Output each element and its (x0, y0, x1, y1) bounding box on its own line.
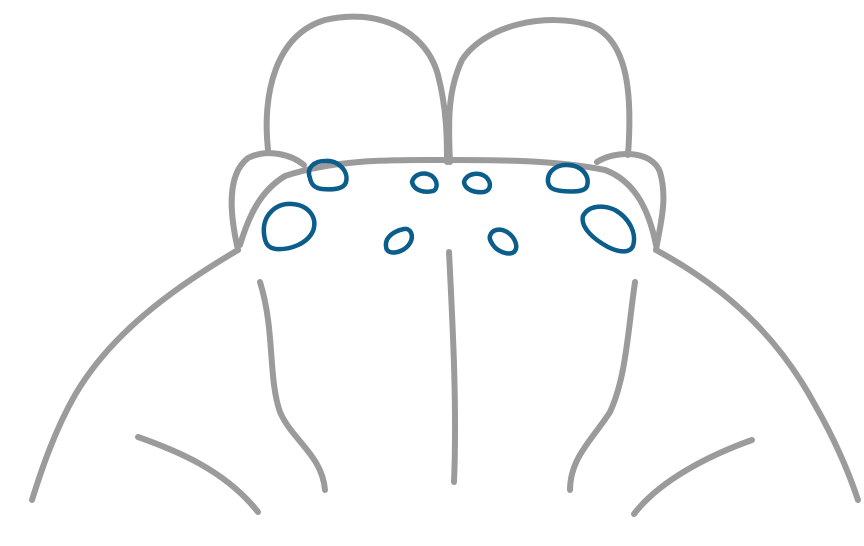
marker-upper-right-outer (548, 165, 588, 192)
marker-upper-left-inner (412, 174, 437, 192)
left-lower-arc (138, 437, 258, 512)
marked-points (264, 161, 634, 254)
midline-outline (449, 252, 455, 482)
left-bulge-outline (267, 17, 447, 162)
left-inner-contour (260, 282, 325, 490)
left-outer-contour (32, 250, 238, 500)
marker-lower-left-outer (264, 204, 314, 249)
crown-ridge-outline (240, 160, 656, 245)
right-bulge-outline (449, 20, 629, 162)
right-lower-arc (634, 440, 752, 514)
marker-upper-right-inner (464, 174, 490, 192)
marker-lower-right-outer (583, 207, 634, 252)
head-outline (32, 17, 858, 514)
right-inner-contour (570, 282, 635, 490)
marker-lower-right-inner (490, 230, 516, 254)
marker-lower-left-inner (386, 229, 412, 253)
right-outer-contour (656, 250, 858, 500)
